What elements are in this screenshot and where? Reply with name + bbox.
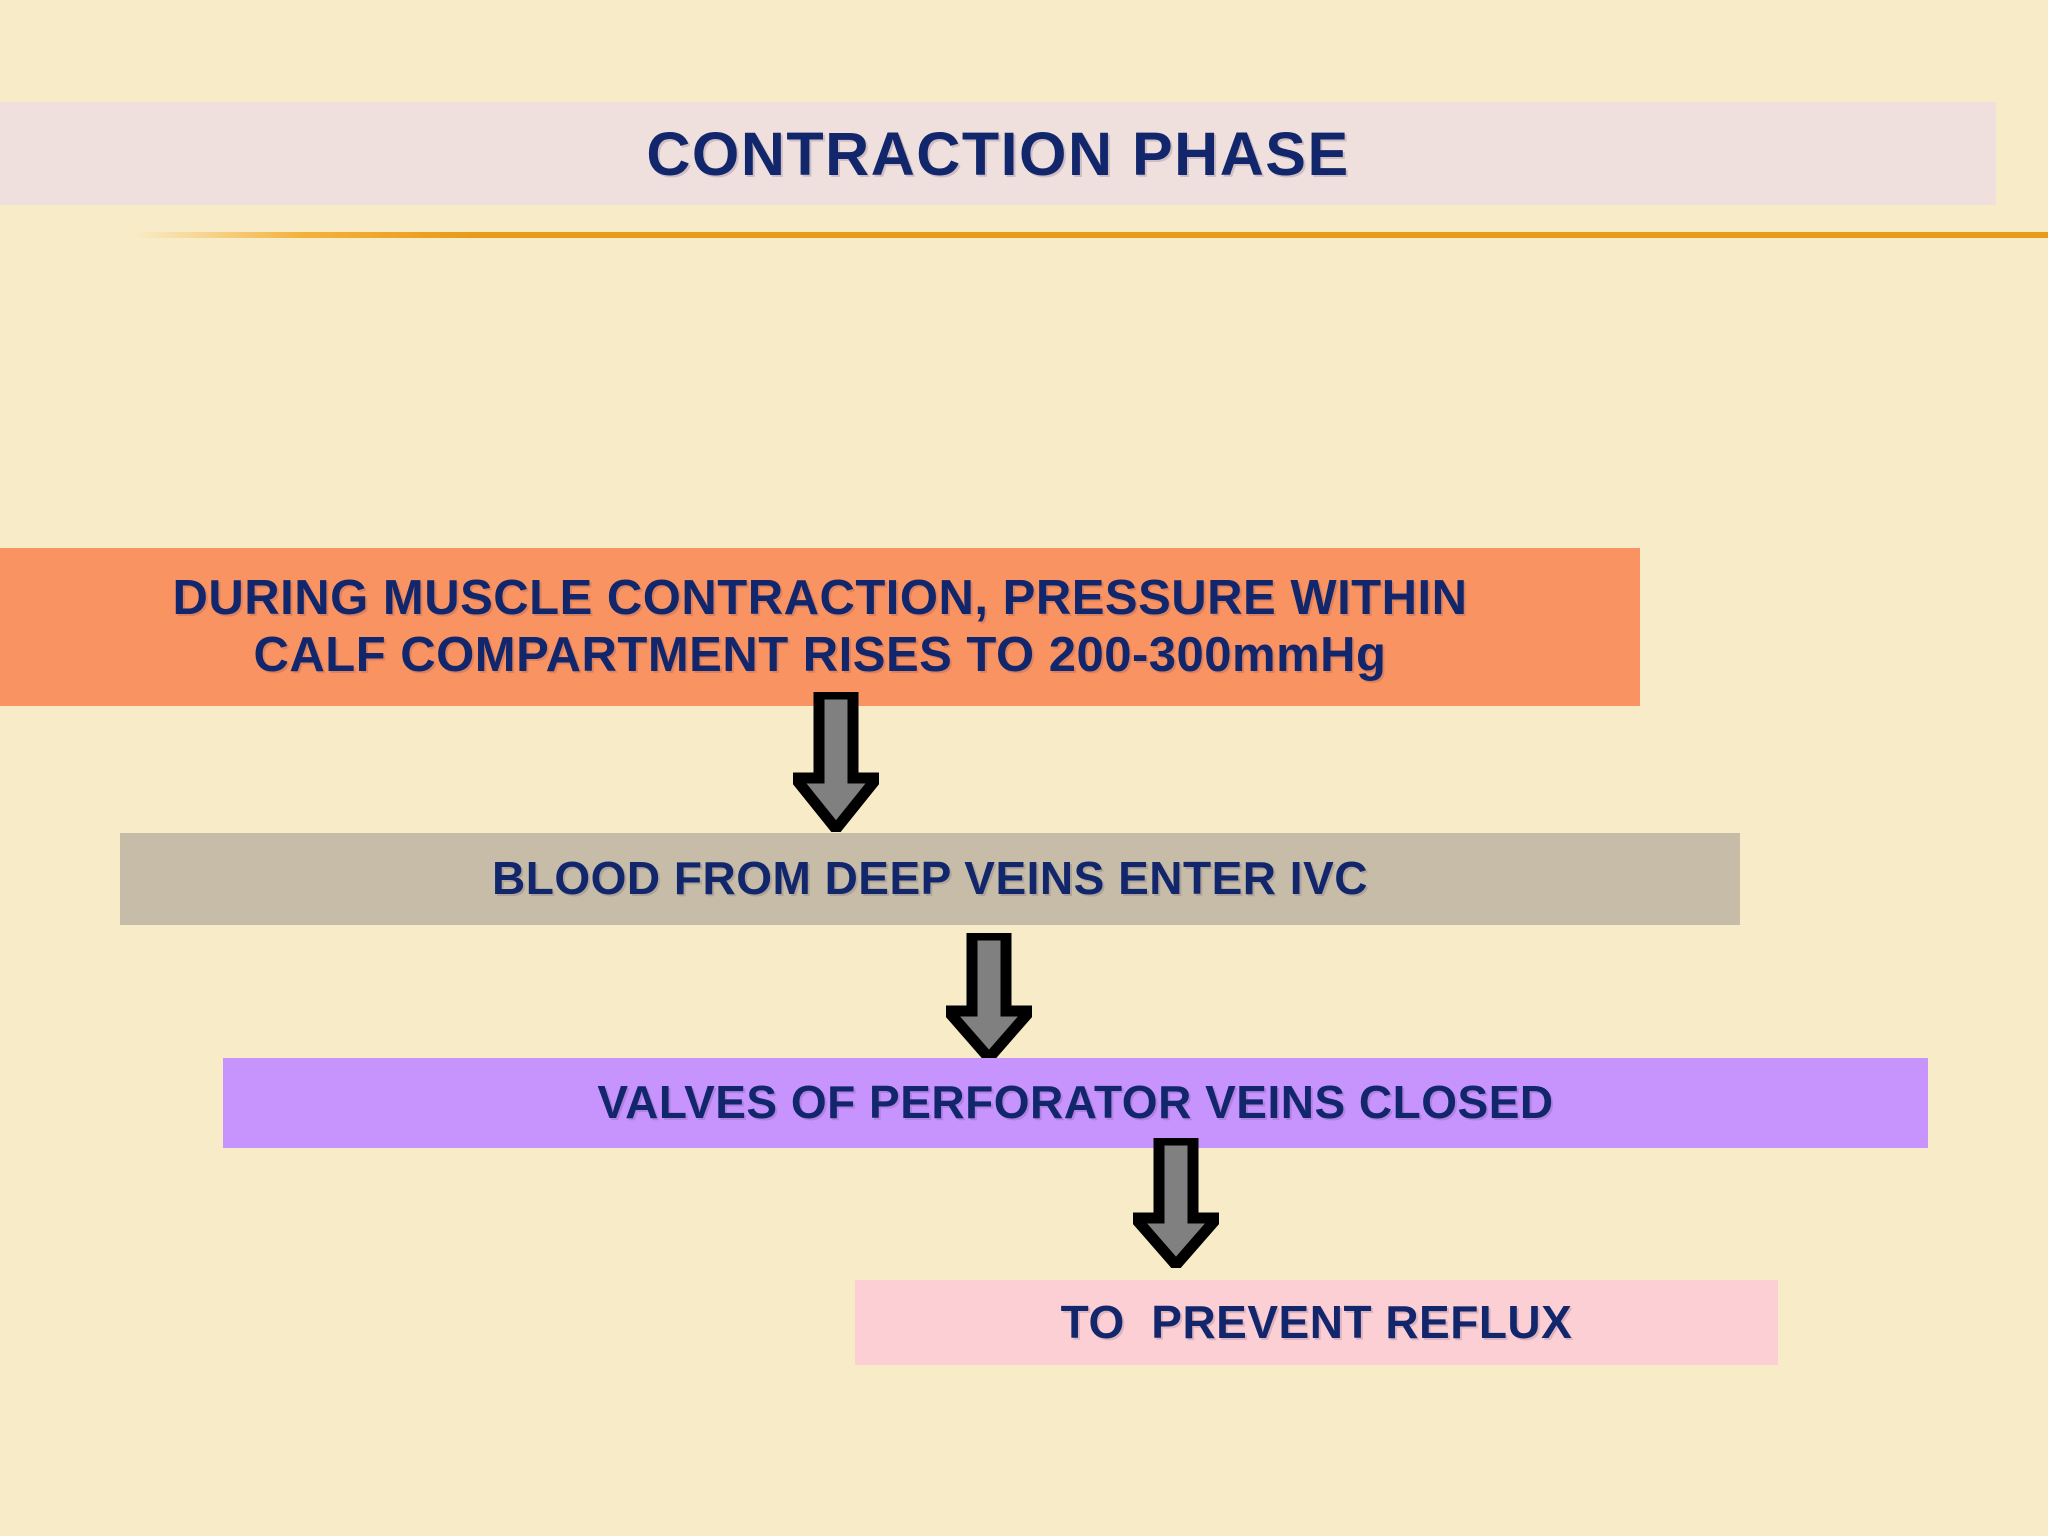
flow-box-orange-line1: DURING MUSCLE CONTRACTION, PRESSURE WITH… bbox=[172, 571, 1468, 626]
flow-box-orange-line2: CALF COMPARTMENT RISES TO 200-300mmHg bbox=[253, 628, 1387, 682]
down-arrow-icon bbox=[783, 688, 889, 838]
flow-box-gray-label: BLOOD FROM DEEP VEINS ENTER IVC bbox=[492, 852, 1368, 905]
flow-box-purple: VALVES OF PERFORATOR VEINS CLOSED bbox=[223, 1058, 1928, 1148]
flow-box-orange: DURING MUSCLE CONTRACTION, PRESSURE WITH… bbox=[0, 548, 1640, 706]
down-arrow-icon bbox=[935, 929, 1043, 1067]
down-arrow-shape bbox=[935, 929, 1043, 1067]
down-arrow-icon bbox=[1122, 1134, 1230, 1274]
title-divider-rule bbox=[130, 232, 2048, 238]
flow-box-pink: TO PREVENT REFLUX bbox=[855, 1280, 1778, 1365]
title-banner: CONTRACTION PHASE bbox=[0, 102, 1996, 205]
flow-box-pink-label: TO PREVENT REFLUX bbox=[1060, 1295, 1573, 1348]
flow-box-gray: BLOOD FROM DEEP VEINS ENTER IVC bbox=[120, 833, 1740, 925]
flow-box-purple-label: VALVES OF PERFORATOR VEINS CLOSED bbox=[597, 1076, 1554, 1129]
page-title: CONTRACTION PHASE bbox=[646, 119, 1350, 188]
down-arrow-shape bbox=[1122, 1134, 1230, 1274]
down-arrow-shape bbox=[783, 688, 889, 838]
